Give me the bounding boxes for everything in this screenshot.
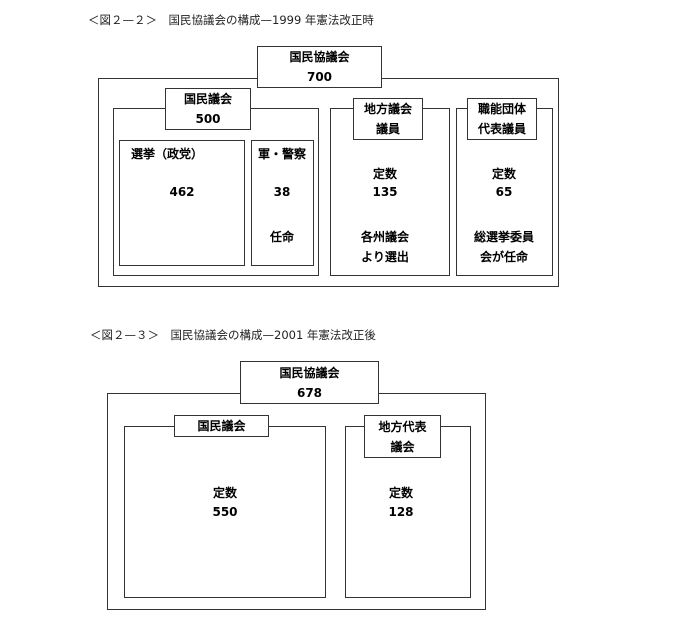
- dpd-label-1: 地方代表: [378, 419, 427, 434]
- regional-value: 135: [372, 185, 398, 199]
- dpr-value: 550: [212, 505, 238, 519]
- dpr-label: 国民議会: [183, 92, 232, 106]
- mpr-label: 国民協議会: [279, 365, 340, 380]
- regional-note-2: より選出: [361, 250, 409, 264]
- regional-label-2: 議員: [375, 122, 400, 136]
- military-value: 38: [273, 185, 291, 199]
- functional-value: 65: [495, 185, 513, 199]
- dpr-label: 国民議会: [197, 419, 246, 433]
- regional-label-1: 地方議会: [363, 102, 412, 116]
- dpd-quota-label: 定数: [388, 486, 414, 500]
- functional-note-2: 会が任命: [479, 250, 529, 264]
- functional-quota-label: 定数: [491, 167, 517, 181]
- elected-box: [119, 140, 245, 266]
- elected-value: 462: [169, 185, 195, 199]
- functional-note-1: 総選挙委員: [473, 230, 535, 244]
- figure-1-title: ＜図２—２＞ 国民協議会の構成—1999 年憲法改正時: [88, 13, 374, 27]
- mpr-1999-label: 国民協議会 700: [257, 46, 382, 88]
- mpr-2001-label: 国民協議会 678: [240, 361, 379, 404]
- dpr-2001-label: 国民議会: [174, 415, 269, 437]
- military-note: 任命: [269, 230, 295, 244]
- mpr-label: 国民協議会: [289, 50, 350, 64]
- dpr-1999-label: 国民議会 500: [165, 88, 251, 130]
- regional-quota-label: 定数: [372, 167, 398, 181]
- dpr-value: 500: [195, 112, 221, 126]
- functional-label: 職能団体 代表議員: [467, 98, 537, 140]
- figure-2-title: ＜図２—３＞ 国民協議会の構成—2001 年憲法改正後: [90, 328, 376, 342]
- dpd-value: 128: [388, 505, 414, 519]
- regional-note-1: 各州議会: [360, 230, 410, 244]
- regional-box: [330, 108, 450, 276]
- military-box: [251, 140, 314, 266]
- functional-label-2: 代表議員: [477, 122, 526, 136]
- functional-label-1: 職能団体: [477, 102, 526, 116]
- dpr-quota-label: 定数: [212, 486, 238, 500]
- dpd-label-2: 議会: [390, 439, 415, 454]
- mpr-value: 678: [296, 385, 323, 400]
- elected-label: 選挙（政党）: [130, 147, 204, 161]
- mpr-value: 700: [306, 70, 333, 84]
- military-label: 軍・警察: [257, 147, 307, 161]
- dpd-label: 地方代表 議会: [364, 415, 441, 458]
- regional-label: 地方議会 議員: [353, 98, 423, 140]
